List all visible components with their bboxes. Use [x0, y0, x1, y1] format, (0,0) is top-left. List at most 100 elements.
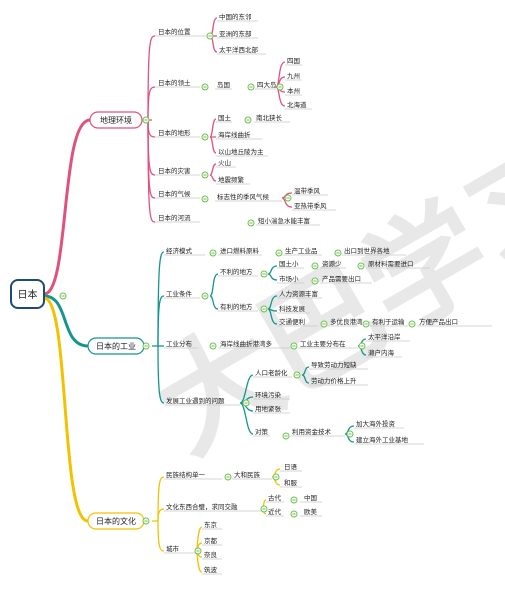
branch-node-geography[interactable]: 地理环境	[89, 111, 143, 129]
culture-labels: 民族结构单一 大和民族 日语 和服 文化东西合璧，求同交融 古代 中国 近代 欧…	[166, 462, 318, 574]
branch-link-industry	[42, 294, 90, 348]
collapse-toggle-icon[interactable]	[290, 342, 298, 350]
cul-ethnic-item: 和服	[284, 478, 298, 487]
ind-mode-step: 生产工业品	[285, 246, 318, 255]
collapse-toggle-icon[interactable]	[284, 194, 292, 202]
collapse-toggle-icon[interactable]	[320, 320, 328, 328]
ind-problems: 发展工业遇到的问题	[166, 396, 225, 405]
collapse-toggle-icon[interactable]	[408, 320, 416, 328]
collapse-toggle-icon[interactable]	[142, 517, 150, 525]
cul-cities: 城市	[166, 544, 180, 553]
collapse-toggle-icon[interactable]	[290, 510, 298, 518]
ind-bad-resources: 资源少	[322, 259, 342, 268]
collapse-toggle-icon[interactable]	[275, 249, 283, 257]
ind-bad-market-result: 产品需要出口	[322, 274, 361, 283]
geo-position-item: 亚洲的东部	[219, 29, 252, 38]
collapse-toggle-icon[interactable]	[276, 83, 284, 91]
ind-distribution: 工业分布	[166, 339, 193, 348]
geo-rivers: 日本的河流	[158, 213, 191, 222]
geo-island: 北海道	[287, 100, 307, 109]
branch-link-geography	[42, 118, 92, 296]
collapse-toggle-icon[interactable]	[311, 262, 319, 270]
collapse-toggle-icon[interactable]	[247, 219, 255, 227]
ind-policy-result: 建立海外工业基地	[356, 435, 409, 444]
collapse-toggle-icon[interactable]	[311, 277, 319, 285]
geo-climate-type: 亚热带季风	[294, 201, 327, 210]
collapse-toggle-icon[interactable]	[201, 83, 209, 91]
industry-links	[152, 251, 367, 443]
root-node[interactable]: 日本	[10, 279, 45, 309]
ind-bad-market: 市场小	[279, 274, 299, 283]
collapse-toggle-icon[interactable]	[358, 342, 366, 350]
collapse-toggle-icon[interactable]	[260, 505, 268, 513]
geo-island: 四国	[287, 57, 300, 65]
collapse-toggle-icon[interactable]	[357, 262, 365, 270]
geo-disaster-item: 火山	[218, 158, 231, 167]
cul-blend-ancient: 古代	[268, 493, 282, 502]
cul-city: 京都	[204, 536, 218, 545]
geo-territory-type: 岛国	[217, 80, 230, 89]
ind-aging: 人口老龄化	[255, 368, 288, 377]
branch-node-culture[interactable]: 日本的文化	[87, 512, 145, 530]
collapse-toggle-icon[interactable]	[206, 32, 214, 40]
ind-distribution-main: 工业主要分布在	[300, 339, 346, 348]
ind-good-sea: 有利于运输	[372, 317, 405, 326]
geo-climate-feature: 标志性的季风气候	[217, 192, 270, 201]
collapse-toggle-icon[interactable]	[346, 430, 354, 438]
collapse-toggle-icon[interactable]	[260, 270, 268, 278]
ind-policy-desc: 利用资金技术	[292, 427, 332, 436]
geo-terrain-shape: 国土	[218, 113, 232, 122]
ind-pollution: 环境污染	[255, 390, 282, 399]
cul-blend-ancient-src: 中国	[304, 493, 317, 502]
cul-blend-modern: 近代	[268, 507, 282, 516]
geo-terrain-coast: 海岸线曲折	[218, 130, 251, 139]
collapse-toggle-icon[interactable]	[201, 133, 209, 141]
collapse-toggle-icon[interactable]	[334, 249, 342, 257]
geo-terrain-shape-desc: 南北狭长	[256, 113, 283, 122]
ind-good-transport: 交通便利	[279, 317, 305, 326]
collapse-toggle-icon[interactable]	[209, 249, 217, 257]
geo-disasters: 日本的灾害	[158, 166, 191, 175]
ind-good-item: 科技发展	[279, 304, 306, 313]
geo-terrain: 日本的地形	[158, 128, 191, 137]
ind-bad: 不利的地方	[220, 267, 253, 276]
cul-ethnic: 民族结构单一	[166, 470, 206, 479]
collapse-toggle-icon[interactable]	[201, 171, 209, 179]
geo-territory-count: 四大岛	[257, 80, 277, 89]
collapse-toggle-icon[interactable]	[142, 116, 150, 124]
collapse-toggle-icon[interactable]	[59, 292, 67, 300]
collapse-toggle-icon[interactable]	[362, 320, 370, 328]
collapse-toggle-icon[interactable]	[244, 116, 252, 124]
collapse-toggle-icon[interactable]	[272, 473, 280, 481]
leaf-underlines	[155, 20, 492, 575]
collapse-toggle-icon[interactable]	[290, 496, 298, 504]
ind-good: 有利的地方	[220, 302, 253, 311]
collapse-toggle-icon[interactable]	[242, 399, 250, 407]
collapse-toggle-icon[interactable]	[194, 547, 202, 555]
industry-title: 日本的工业	[96, 341, 136, 351]
collapse-toggle-icon[interactable]	[247, 83, 255, 91]
toggle-group	[59, 32, 416, 555]
ind-aging-result: 劳动力价格上升	[311, 376, 357, 385]
geography-labels: 日本的位置 中国的东邻 亚洲的东部 太平洋西北部 日本的领土 岛国 四大岛 四国…	[158, 12, 327, 225]
collapse-toggle-icon[interactable]	[282, 432, 290, 440]
geo-terrain-relief: 以山地丘陵为主	[218, 147, 264, 156]
collapse-toggle-icon[interactable]	[201, 195, 209, 203]
ind-mode-step: 出口到世界各地	[344, 246, 390, 255]
geography-title: 地理环境	[100, 115, 132, 125]
ind-good-harbor: 多优良港湾	[330, 317, 363, 326]
branch-node-industry[interactable]: 日本的工业	[87, 337, 145, 355]
geo-position-item: 中国的东邻	[219, 12, 252, 21]
collapse-toggle-icon[interactable]	[293, 371, 301, 379]
collapse-toggle-icon[interactable]	[209, 342, 217, 350]
ind-aging-result: 导致劳动力短缺	[311, 360, 357, 369]
collapse-toggle-icon[interactable]	[142, 342, 150, 350]
collapse-toggle-icon[interactable]	[224, 473, 232, 481]
geo-climate: 日本的气候	[158, 189, 191, 198]
ind-bad-land: 国土小	[279, 259, 299, 268]
collapse-toggle-icon[interactable]	[201, 292, 209, 300]
ind-good-export: 方便产品出口	[419, 317, 458, 326]
collapse-toggle-icon[interactable]	[260, 305, 268, 313]
ind-mode-step: 进口燃料原料	[220, 246, 260, 255]
cul-city: 筑波	[204, 565, 218, 574]
